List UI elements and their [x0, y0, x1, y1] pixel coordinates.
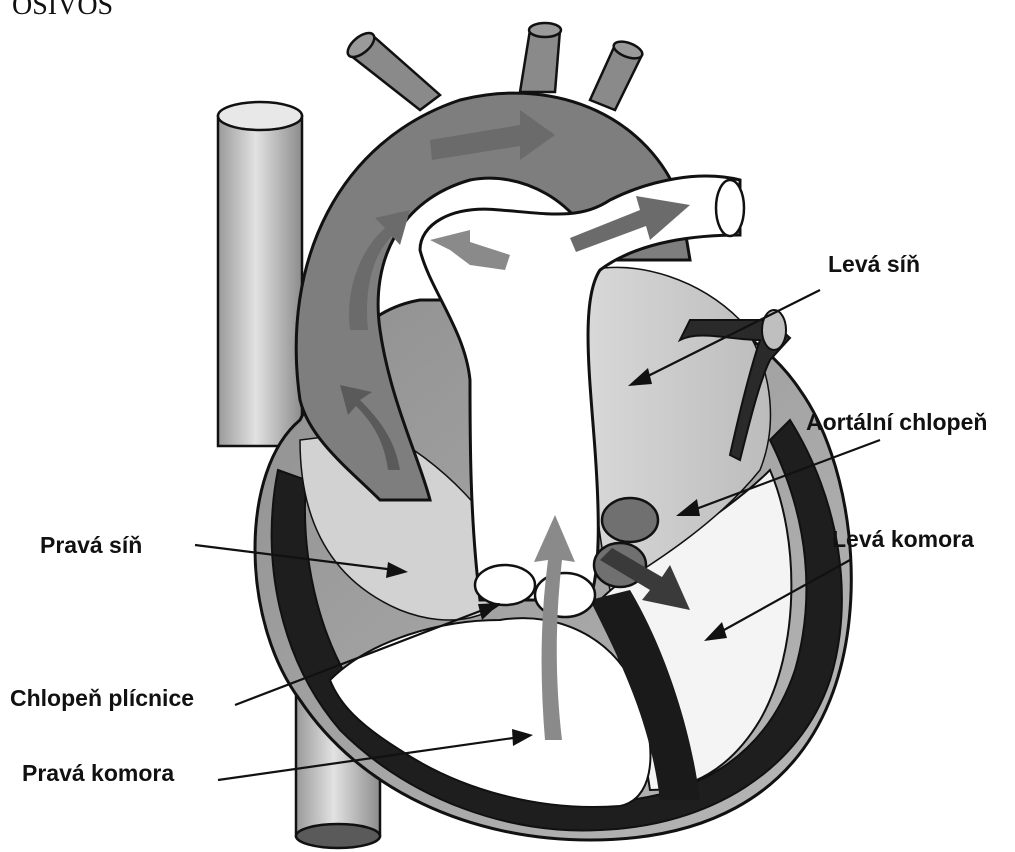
label-leva-sin: Levá síň	[828, 251, 920, 277]
label-chlopen-plicnice: Chlopeň plícnice	[10, 685, 194, 711]
label-prava-komora: Pravá komora	[22, 760, 174, 786]
label-prava-sin: Pravá síň	[40, 532, 142, 558]
label-leva-komora: Levá komora	[832, 526, 974, 552]
top-text-fragment: OSIVOS	[12, 0, 113, 21]
label-aortalni-chlopen: Aortální chlopeň	[806, 409, 987, 435]
superior-vena-cava	[218, 102, 302, 446]
pulmonary-artery-end	[716, 180, 744, 236]
